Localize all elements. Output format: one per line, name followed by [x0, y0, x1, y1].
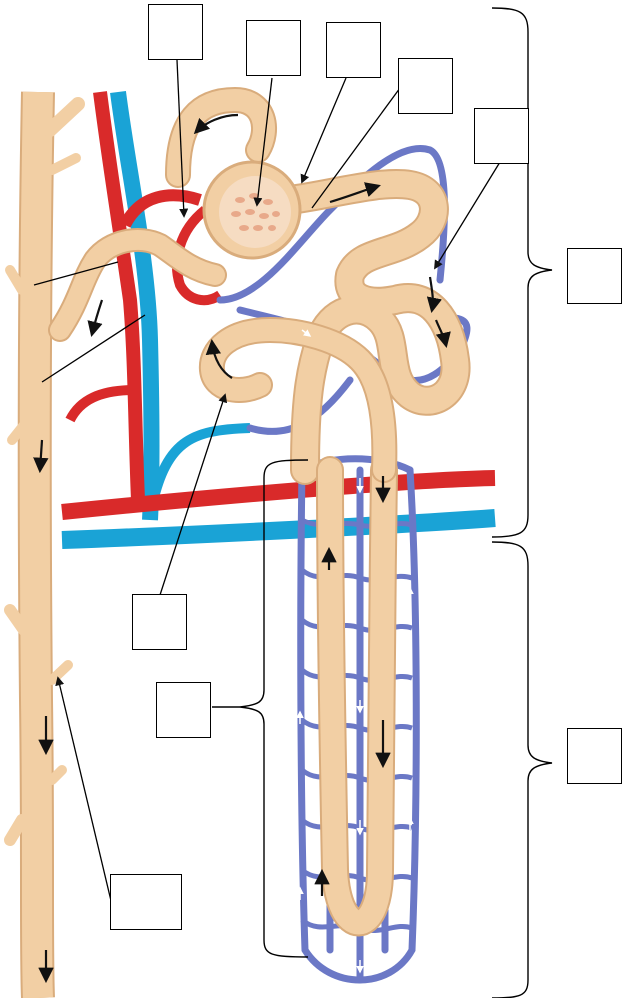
- label-box-2[interactable]: [246, 20, 301, 76]
- label-box-3[interactable]: [326, 22, 381, 78]
- label-box-6[interactable]: [567, 248, 622, 304]
- label-box-9[interactable]: [567, 728, 622, 784]
- label-box-1[interactable]: [148, 4, 203, 60]
- glomerulus: [204, 162, 300, 258]
- label-box-10[interactable]: [110, 874, 182, 930]
- label-box-5[interactable]: [474, 108, 529, 164]
- label-box-7[interactable]: [132, 594, 187, 650]
- cortex-brace: [492, 8, 552, 537]
- label-box-4[interactable]: [398, 58, 453, 114]
- medulla-brace: [492, 542, 552, 998]
- label-box-8[interactable]: [156, 682, 211, 738]
